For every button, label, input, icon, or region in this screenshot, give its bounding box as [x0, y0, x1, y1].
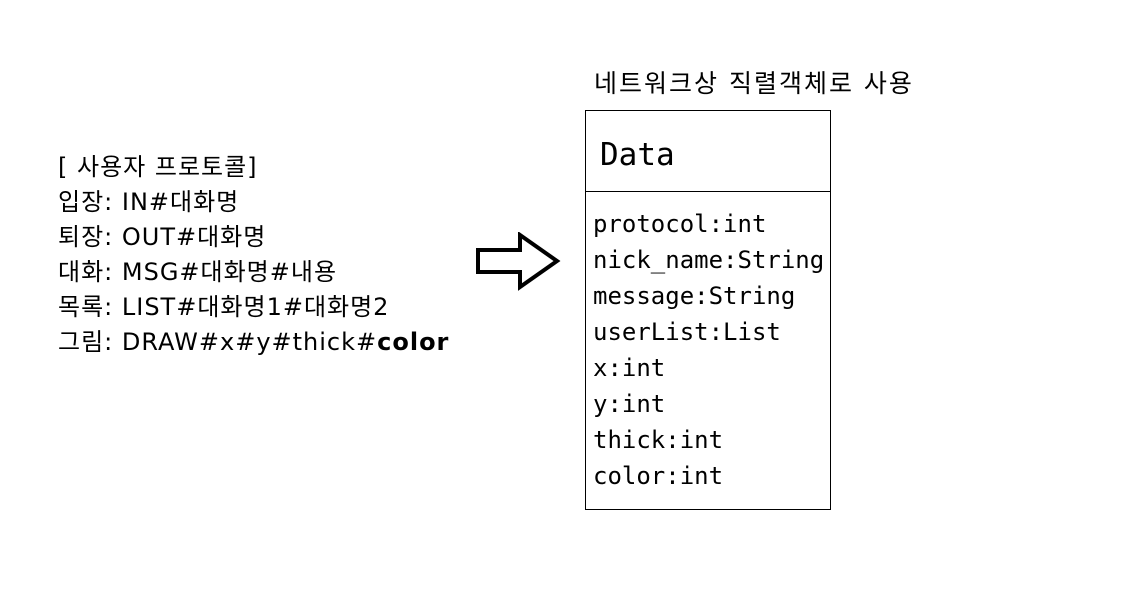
class-attribute: nick_name:String: [593, 246, 825, 274]
protocol-line-message: 대화: MSG#대화명#내용: [58, 258, 338, 286]
protocol-line-list: 목록: LIST#대화명1#대화명2: [58, 293, 390, 321]
protocol-heading: [ 사용자 프로토콜]: [58, 153, 258, 181]
right-arrow-icon: [476, 232, 561, 291]
class-attribute: x:int: [593, 354, 666, 382]
class-attribute: message:String: [593, 282, 796, 310]
serialization-note: 네트워크상 직렬객체로 사용: [594, 69, 914, 98]
class-attribute: protocol:int: [593, 210, 767, 238]
protocol-description: [ 사용자 프로토콜] 입장: IN#대화명 퇴장: OUT#대화명 대화: M…: [58, 150, 449, 360]
data-class-box: Data protocol:int nick_name:String messa…: [585, 110, 831, 510]
class-name-compartment: Data: [586, 111, 830, 192]
class-attribute: userList:List: [593, 318, 781, 346]
protocol-line-exit: 퇴장: OUT#대화명: [58, 223, 267, 251]
protocol-draw-prefix: 그림: DRAW#x#y#thick#: [58, 328, 378, 356]
protocol-line-draw: 그림: DRAW#x#y#thick#color: [58, 325, 449, 360]
protocol-line-enter: 입장: IN#대화명: [58, 188, 240, 216]
class-attribute: y:int: [593, 390, 666, 418]
class-name: Data: [600, 137, 675, 173]
protocol-draw-color: color: [377, 328, 450, 356]
class-attribute-list: protocol:int nick_name:String message:St…: [593, 206, 824, 494]
class-attribute: thick:int: [593, 426, 724, 454]
class-attribute: color:int: [593, 462, 724, 490]
